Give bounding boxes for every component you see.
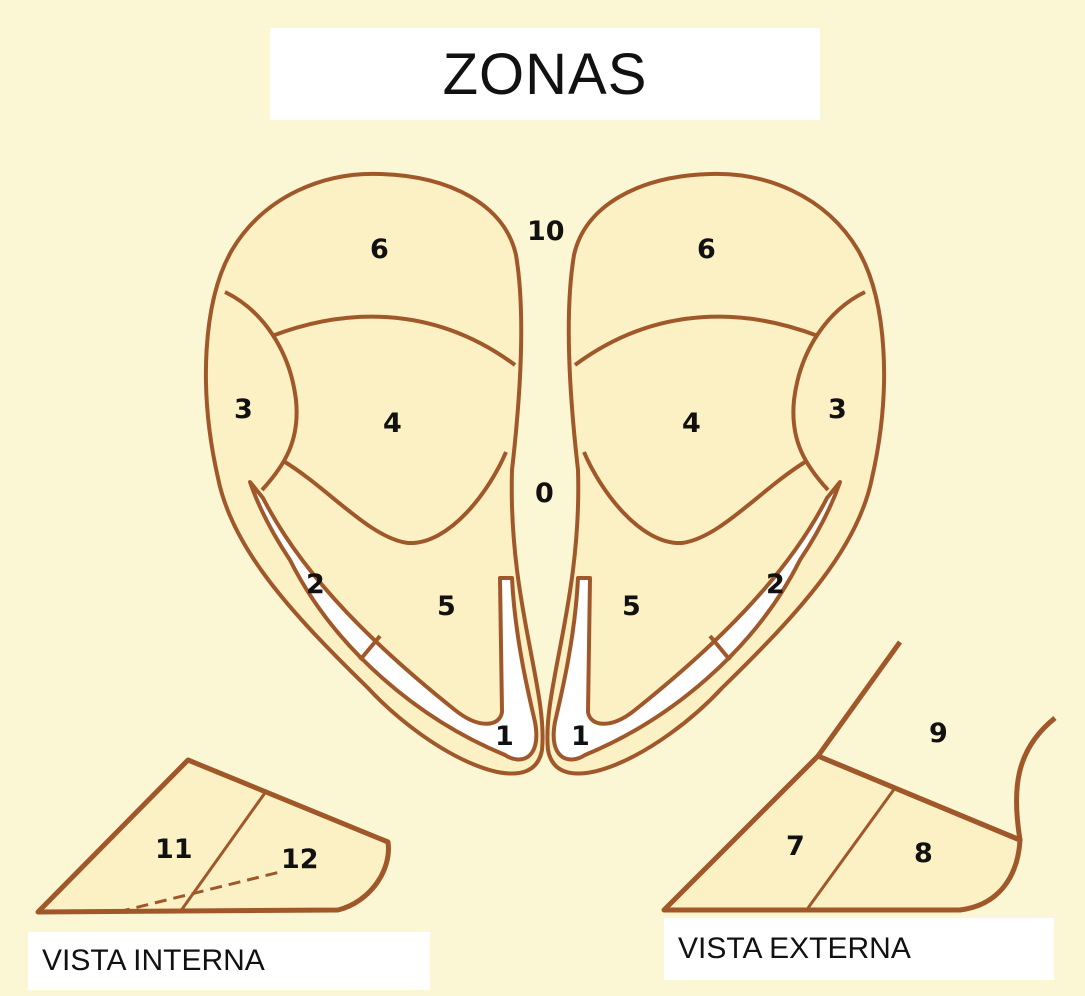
title-box: ZONAS <box>270 28 820 120</box>
external-view <box>661 640 1057 913</box>
zone-label-8: 8 <box>914 838 933 869</box>
caption-vista-externa-box: VISTA EXTERNA <box>664 918 1054 980</box>
zone-label-7: 7 <box>786 831 805 862</box>
zone-label-left-2: 2 <box>306 569 325 600</box>
zone-label-11: 11 <box>155 834 193 865</box>
left-border-3-6 <box>224 290 299 492</box>
caption-vista-interna: VISTA INTERNA <box>42 944 265 977</box>
zone-label-right-1: 1 <box>571 721 590 752</box>
zone-label-10: 10 <box>527 216 565 247</box>
external-view-sole <box>661 753 1023 913</box>
diagram-title: ZONAS <box>442 41 648 107</box>
zone-label-0: 0 <box>535 478 554 509</box>
external-border-7-8 <box>806 787 897 909</box>
right-border-2-split <box>708 634 732 662</box>
zone-label-left-6: 6 <box>370 234 389 265</box>
zone-label-left-4: 4 <box>383 408 402 439</box>
zone-label-left-1: 1 <box>495 721 514 752</box>
zone-label-12: 12 <box>281 844 319 875</box>
zone-label-9: 9 <box>929 718 948 749</box>
right-border-3-6 <box>791 290 866 492</box>
zone-label-left-3: 3 <box>234 394 253 425</box>
caption-vista-externa: VISTA EXTERNA <box>678 932 911 965</box>
external-border-9 <box>817 754 1021 842</box>
left-zone-2-lining <box>248 480 539 762</box>
external-view-wall <box>815 640 1057 843</box>
zone-label-right-6: 6 <box>697 234 716 265</box>
zone-numbers: 6 3 4 2 5 1 6 3 4 2 5 1 10 0 11 12 9 7 8 <box>155 216 948 875</box>
right-claw <box>545 171 887 776</box>
right-zone-2-lining <box>551 480 842 762</box>
zone-label-right-5: 5 <box>622 591 641 622</box>
right-border-4-6 <box>573 314 819 367</box>
zone-label-left-5: 5 <box>437 591 456 622</box>
left-border-4-6 <box>271 314 517 367</box>
zone-label-right-3: 3 <box>828 394 847 425</box>
right-claw-outline <box>545 171 887 776</box>
zone-label-right-4: 4 <box>682 408 701 439</box>
internal-view <box>35 757 391 915</box>
left-border-2-split <box>358 634 382 662</box>
internal-dashed-line <box>117 870 281 914</box>
zone-label-right-2: 2 <box>766 569 785 600</box>
left-claw-outline <box>203 171 545 776</box>
left-claw <box>203 171 545 776</box>
internal-view-outline <box>35 757 391 915</box>
right-border-4-5 <box>582 451 807 546</box>
caption-vista-interna-box: VISTA INTERNA <box>28 932 430 990</box>
left-border-4-5 <box>283 451 508 546</box>
